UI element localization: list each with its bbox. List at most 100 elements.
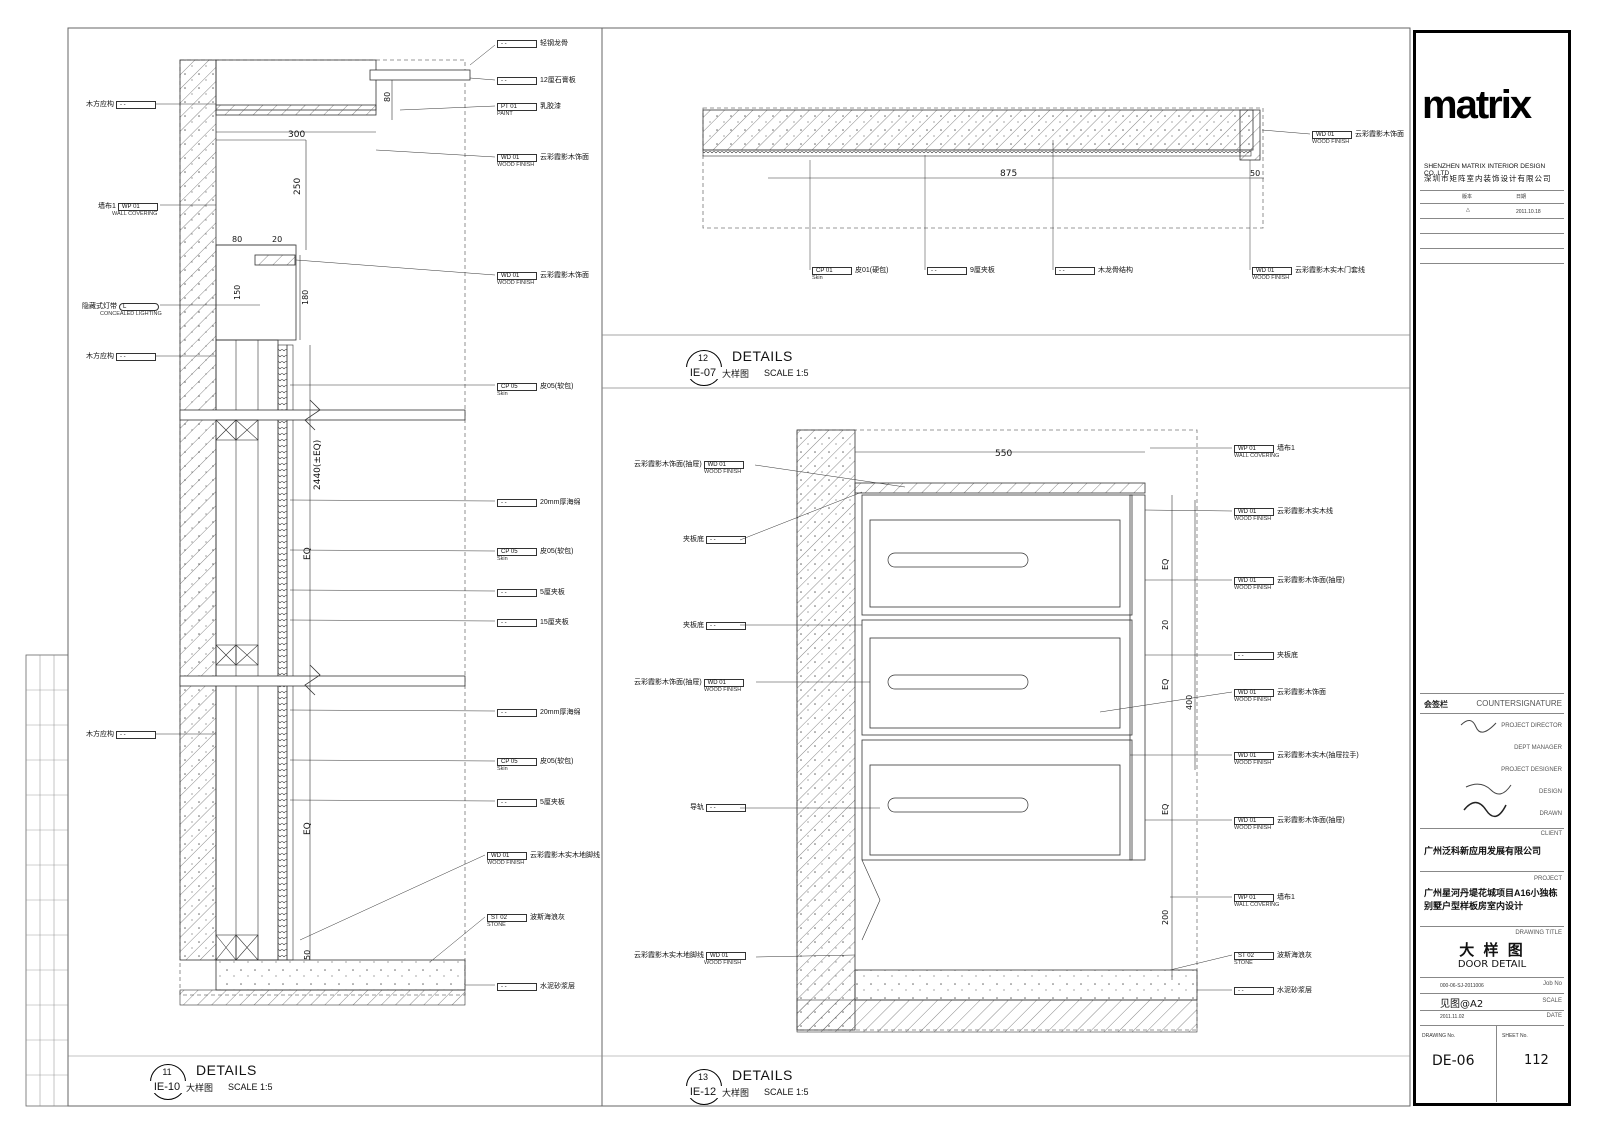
callout-11-1: - -轻钢龙骨	[497, 38, 568, 48]
material-label: 云彩霞影木饰面	[540, 272, 589, 279]
detail-scale: SCALE 1:5	[764, 1087, 809, 1097]
detail-subtitle: 大样图	[722, 369, 750, 379]
material-label: 云彩霞影木实木地脚线	[634, 952, 704, 959]
rev-date: 2011.10.18	[1516, 209, 1541, 215]
dim-200: 200	[1161, 910, 1170, 925]
material-code: - -	[497, 799, 537, 807]
detail-heading: DETAILS	[732, 1067, 793, 1083]
client-name: 广州泛科新应用发展有限公司	[1424, 846, 1542, 856]
material-code: WP 01	[117, 203, 158, 211]
material-en: WOOD FINISH	[1234, 760, 1272, 766]
signature-marks	[1460, 720, 1512, 818]
dim-20b: 20	[1161, 620, 1170, 630]
material-label: 水泥砂浆层	[540, 983, 575, 990]
material-code: - -	[705, 622, 746, 630]
material-en: WALL COVERING	[112, 211, 158, 217]
material-en: Skin	[812, 275, 823, 281]
detail-number: 12	[697, 353, 708, 363]
material-label: 云彩霞影木饰面(抽屉)	[1277, 817, 1345, 824]
material-label: 波斯海浪灰	[530, 914, 565, 921]
material-code: WD 01	[497, 272, 537, 280]
callout-11-side-4: 木方应构 - -	[86, 351, 159, 361]
material-en: WOOD FINISH	[1234, 585, 1272, 591]
material-en: WALL COVERING	[1234, 453, 1280, 459]
material-en: WOOD FINISH	[1252, 275, 1290, 281]
dim-eq-e: EQ	[1161, 804, 1170, 815]
material-label: 云彩霞影木饰面(抽屉)	[634, 679, 702, 686]
material-label: 15厘夹板	[540, 619, 569, 626]
detail-ref: IE-07	[684, 367, 722, 379]
detail-subtitle: 大样图	[186, 1083, 214, 1093]
role-design: DESIGN	[1538, 789, 1562, 795]
material-code: - -	[1234, 987, 1274, 995]
drawing-no: DE-06	[1432, 1053, 1475, 1069]
material-code: - -	[497, 499, 537, 507]
material-code: WD 01	[1234, 752, 1274, 760]
job-no: 000-06-SJ-2011006	[1440, 983, 1484, 989]
material-code: - -	[705, 536, 746, 544]
callout-12-4: - -木龙骨结构	[1055, 265, 1133, 275]
dim-150: 150	[233, 285, 242, 300]
dim-eq-d: EQ	[1161, 679, 1170, 690]
company-name-cn: 深圳市矩阵室内装饰设计有限公司	[1424, 174, 1552, 183]
dim-400: 400	[1185, 695, 1194, 710]
material-code: - -	[497, 40, 537, 48]
callout-11-7: - -20mm厚海绵	[497, 497, 580, 507]
material-label: 5厘夹板	[540, 799, 565, 806]
material-label: 墙布1	[1277, 445, 1295, 452]
material-label: 夹板底	[683, 622, 704, 629]
material-code: WD 01	[1234, 817, 1274, 825]
drawing-no-label: DRAWING No.	[1422, 1033, 1456, 1039]
material-label: 木方应构	[86, 101, 114, 108]
material-code: WD 01	[497, 154, 537, 162]
material-label: 20mm厚海绵	[540, 499, 581, 506]
material-en: WOOD FINISH	[497, 280, 535, 286]
material-code: WD 01	[1234, 689, 1274, 697]
dim-2440: 2440(±EQ)	[313, 440, 323, 490]
date-value: 2011.11.02	[1440, 1014, 1465, 1020]
company-name-en: SHENZHEN MATRIX INTERIOR DESIGN CO.,LTD	[1424, 163, 1546, 177]
material-en: WOOD FINISH	[1312, 139, 1350, 145]
material-code: ST 02	[487, 914, 527, 922]
company-logo: matrix	[1422, 83, 1532, 127]
callout-11-side-1: 木方应构 - -	[86, 99, 159, 109]
role-project-director: PROJECT DIRECTOR	[1501, 723, 1562, 729]
countersign-label-cn: 会签栏	[1424, 700, 1448, 709]
callout-12-3: - -9厘夹板	[927, 265, 995, 275]
material-code: - -	[115, 101, 156, 109]
job-no-label: Job No	[1542, 981, 1562, 987]
material-code: WD 01	[1234, 508, 1274, 516]
material-label: 云彩霞影木饰面	[540, 154, 589, 161]
material-label: 木方应构	[86, 731, 114, 738]
material-label: 夹板底	[1277, 652, 1298, 659]
role-drawn: DRAWN	[1539, 811, 1562, 817]
detail-ref: IE-10	[148, 1081, 186, 1093]
material-code: - -	[497, 589, 537, 597]
material-code: L	[118, 303, 159, 311]
material-en: Skin	[497, 556, 508, 562]
material-code: - -	[1234, 652, 1274, 660]
detail-ref: IE-12	[684, 1086, 722, 1098]
rev-triangle-icon: △	[1466, 207, 1470, 213]
detail-heading: DETAILS	[732, 348, 793, 364]
scale-label: SCALE	[1542, 998, 1562, 1004]
material-code: WP 01	[1234, 894, 1274, 902]
material-code: - -	[1055, 267, 1095, 275]
callout-11-10: - -15厘夹板	[497, 617, 569, 627]
material-en: Skin	[497, 766, 508, 772]
callout-13-r10: - -水泥砂浆层	[1234, 985, 1312, 995]
dim-50b: 50	[1250, 169, 1260, 178]
